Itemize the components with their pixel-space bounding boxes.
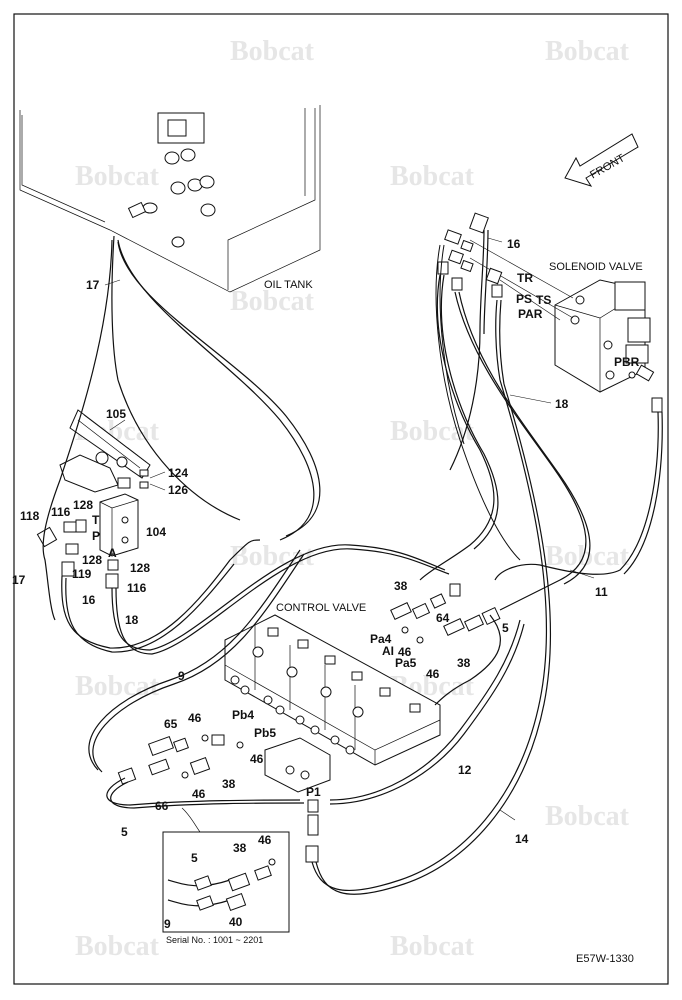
oil-tank: OIL TANK [19, 105, 321, 293]
callout-119: 119 [72, 567, 92, 581]
watermark-text: Bobcat [75, 161, 160, 192]
port-pb4: Pb4 [232, 708, 254, 722]
callout-12: 12 [458, 763, 472, 777]
callout-18: 18 [125, 613, 139, 627]
control-valve: CONTROL VALVE [224, 602, 441, 793]
callout-18: 18 [555, 397, 569, 411]
callout-11: 11 [595, 585, 608, 599]
callout-126: 126 [168, 483, 188, 497]
solenoid-valve-label: SOLENOID VALVE [549, 261, 643, 273]
callout-9: 9 [178, 669, 185, 683]
callout-46: 46 [426, 667, 440, 681]
callout-46: 46 [192, 787, 206, 801]
watermark-text: Bobcat [390, 931, 475, 962]
port-p: P [92, 529, 100, 543]
callout-46: 46 [188, 711, 202, 725]
callout-14: 14 [515, 832, 529, 846]
inset-callout-38: 38 [233, 841, 247, 855]
watermark-text: Bobcat [230, 286, 315, 317]
solenoid-fittings [437, 212, 663, 413]
port-pa4: Pa4 [370, 632, 392, 646]
callout-66: 66 [155, 799, 169, 813]
solenoid-valve: SOLENOID VALVE [469, 239, 651, 393]
figure-code: E57W-1330 [576, 953, 634, 965]
inset-callout-5: 5 [191, 851, 198, 865]
watermark-text: Bobcat [75, 671, 160, 702]
callout-65: 65 [164, 717, 178, 731]
callout-46: 46 [398, 645, 412, 659]
port-ts: TS [536, 293, 551, 307]
callout-5: 5 [502, 621, 509, 635]
hose-lines [42, 229, 663, 895]
inset-callout-46: 46 [258, 833, 272, 847]
inset-serial-detail: Serial No. : 1001 ~ 2201 [162, 807, 290, 945]
watermark-text: Bobcat [390, 161, 475, 192]
callout-38: 38 [457, 656, 471, 670]
watermark-text: Bobcat [545, 36, 630, 67]
inset-callout-40: 40 [229, 915, 243, 929]
port-pa5: Pa5 [395, 656, 417, 670]
port-pb5: Pb5 [254, 726, 276, 740]
callout-38: 38 [222, 777, 236, 791]
port-ai: AI [382, 644, 394, 658]
callout-leaders [104, 237, 595, 821]
callout-118: 118 [20, 509, 40, 523]
port-p1: P1 [306, 785, 321, 799]
callout-16: 16 [82, 593, 96, 607]
callout-105: 105 [106, 407, 126, 421]
watermark-text: Bobcat [75, 931, 160, 962]
port-pbr: PBR [614, 355, 640, 369]
watermark-text: Bobcat [545, 541, 630, 572]
callout-116: 116 [51, 505, 71, 519]
inset-callout-9: 9 [164, 917, 171, 931]
oil-tank-label: OIL TANK [264, 279, 313, 291]
front-arrow: FRONT [564, 133, 639, 187]
callout-124: 124 [168, 466, 188, 480]
callout-64: 64 [436, 611, 450, 625]
callout-17: 17 [12, 573, 26, 587]
inset-callouts: 5 38 46 9 40 [164, 833, 272, 931]
callout-17: 17 [86, 278, 100, 292]
serial-note: Serial No. : 1001 ~ 2201 [166, 935, 263, 945]
callout-116: 116 [127, 581, 147, 595]
pedal-valve-block [36, 469, 149, 589]
port-t: T [92, 513, 100, 527]
callout-5: 5 [121, 825, 128, 839]
port-tr: TR [517, 271, 533, 285]
watermark-text: Bobcat [230, 36, 315, 67]
diagram-frame [13, 13, 669, 985]
watermark-layer: Bobcat Bobcat Bobcat Bobcat Bobcat Bobca… [75, 36, 630, 962]
callout-128: 128 [130, 561, 150, 575]
callout-numbers: 16 17 18 105 124 126 118 116 128 104 128… [12, 237, 608, 846]
callout-104: 104 [146, 525, 166, 539]
callout-128: 128 [82, 553, 102, 567]
watermark-text: Bobcat [545, 801, 630, 832]
control-valve-label: CONTROL VALVE [276, 602, 366, 614]
port-a: A [108, 546, 117, 560]
port-labels: TR PS TS PAR PBR T P A Pa4 AI Pa5 Pb4 Pb… [92, 271, 640, 799]
callout-16: 16 [507, 237, 521, 251]
port-ps: PS [516, 292, 532, 306]
callout-46: 46 [250, 752, 264, 766]
callout-38: 38 [394, 579, 408, 593]
port-par: PAR [518, 307, 543, 321]
pedal-assembly [59, 409, 151, 493]
callout-128: 128 [73, 498, 93, 512]
